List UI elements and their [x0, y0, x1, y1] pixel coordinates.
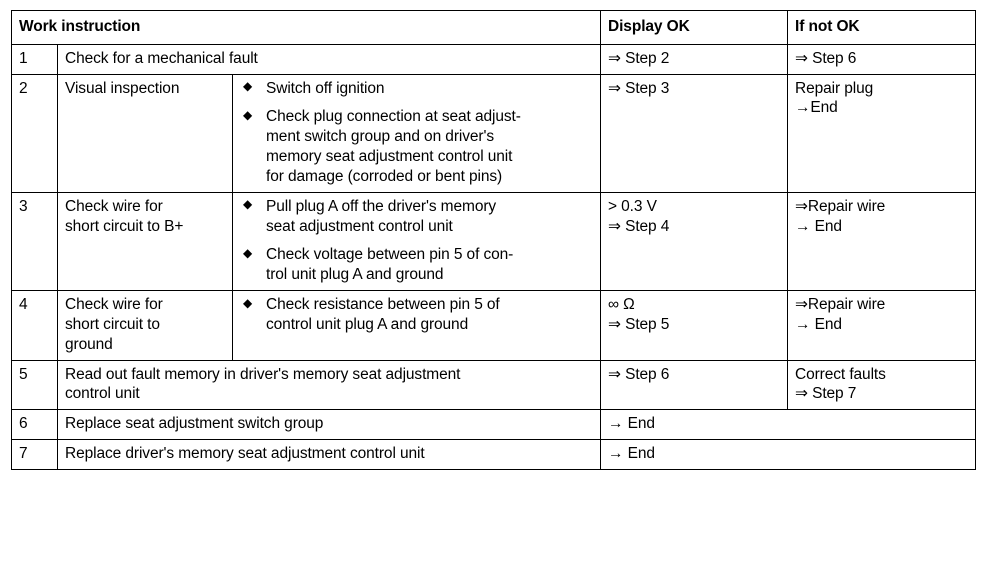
- if-not-ok-line: ⇒ Step 7: [795, 385, 857, 403]
- step-description: Visual inspection: [57, 73, 233, 193]
- detail-line: for damage (corroded or bent pins): [266, 167, 503, 185]
- description-line: Check wire for: [65, 197, 163, 215]
- detail-bullet-list: ◆ Switch off ignition ◆ Check plug conne…: [240, 79, 593, 187]
- table-row: 6 Replace seat adjustment switch group →…: [11, 409, 976, 441]
- if-not-ok-line: Correct faults: [795, 365, 886, 383]
- detail-text: Switch off ignition: [266, 79, 593, 99]
- if-not-ok-line: ⇒Repair wire: [795, 296, 886, 314]
- detail-text: Check voltage between pin 5 of con- trol…: [266, 245, 593, 285]
- work-instruction-table: Work instruction Display OK If not OK 1 …: [11, 10, 976, 470]
- display-ok-line: ⇒ Step 2: [608, 49, 670, 67]
- detail-line: Check plug connection at seat adjust-: [266, 108, 521, 126]
- display-ok-cell: → End: [600, 409, 976, 441]
- display-ok-line: → End: [608, 445, 655, 463]
- detail-text: Check resistance between pin 5 of contro…: [266, 295, 593, 335]
- diamond-bullet-icon: ◆: [243, 108, 253, 123]
- display-ok-line: ⇒ Step 4: [608, 217, 670, 235]
- diamond-bullet-icon: ◆: [243, 79, 253, 94]
- list-item: ◆ Check voltage between pin 5 of con- tr…: [240, 245, 593, 285]
- column-header-display-ok: Display OK: [600, 10, 788, 45]
- step-description: Check wire for short circuit to B+: [57, 191, 233, 292]
- if-not-ok-cell: Repair plug →End: [787, 73, 976, 193]
- display-ok-cell: > 0.3 V ⇒ Step 4: [600, 191, 788, 292]
- table-row: 3 Check wire for short circuit to B+ ◆ P…: [11, 191, 976, 292]
- detail-line: Check resistance between pin 5 of: [266, 296, 500, 314]
- if-not-ok-line: →End: [795, 99, 838, 117]
- if-not-ok-line: Repair plug: [795, 79, 874, 97]
- detail-line: Pull plug A off the driver's memory: [266, 197, 497, 215]
- step-number: 7: [11, 439, 58, 470]
- display-ok-cell: ⇒ Step 6: [600, 359, 788, 411]
- table-header-row: Work instruction Display OK If not OK: [11, 10, 976, 45]
- description-line: Read out fault memory in driver's memory…: [65, 365, 461, 383]
- description-line: ground: [65, 335, 113, 353]
- display-ok-line: ⇒ Step 3: [608, 79, 670, 97]
- list-item: ◆ Pull plug A off the driver's memory se…: [240, 197, 593, 237]
- detail-bullet-list: ◆ Pull plug A off the driver's memory se…: [240, 197, 593, 285]
- step-number: 1: [11, 43, 58, 75]
- step-detail-cell: ◆ Switch off ignition ◆ Check plug conne…: [232, 73, 601, 193]
- step-number: 4: [11, 290, 58, 361]
- if-not-ok-line: ⇒Repair wire: [795, 197, 886, 215]
- description-line: Check wire for: [65, 296, 163, 314]
- display-ok-cell: ⇒ Step 3: [600, 73, 788, 193]
- table-row: 5 Read out fault memory in driver's memo…: [11, 359, 976, 411]
- display-ok-cell: ⇒ Step 2: [600, 43, 788, 75]
- step-number: 2: [11, 73, 58, 193]
- detail-text: Check plug connection at seat adjust- me…: [266, 107, 593, 186]
- if-not-ok-cell: ⇒Repair wire → End: [787, 290, 976, 361]
- detail-line: seat adjustment control unit: [266, 217, 453, 235]
- detail-line: Check voltage between pin 5 of con-: [266, 246, 514, 264]
- table-row: 4 Check wire for short circuit to ground…: [11, 290, 976, 361]
- if-not-ok-line: → End: [795, 217, 842, 235]
- display-ok-line: > 0.3 V: [608, 197, 657, 215]
- if-not-ok-line: ⇒ Step 6: [795, 49, 857, 67]
- detail-line: Switch off ignition: [266, 79, 385, 97]
- table-row: 1 Check for a mechanical fault ⇒ Step 2 …: [11, 43, 976, 75]
- if-not-ok-line: → End: [795, 315, 842, 333]
- step-description: Replace seat adjustment switch group: [57, 409, 601, 441]
- display-ok-line: ⇒ Step 5: [608, 315, 670, 333]
- step-number: 5: [11, 359, 58, 411]
- step-number: 6: [11, 409, 58, 441]
- detail-line: trol unit plug A and ground: [266, 266, 444, 284]
- display-ok-line: ⇒ Step 6: [608, 365, 670, 383]
- description-line: short circuit to: [65, 315, 160, 333]
- display-ok-cell: ∞ Ω ⇒ Step 5: [600, 290, 788, 361]
- detail-bullet-list: ◆ Check resistance between pin 5 of cont…: [240, 295, 593, 335]
- detail-line: control unit plug A and ground: [266, 315, 469, 333]
- step-detail-cell: ◆ Pull plug A off the driver's memory se…: [232, 191, 601, 292]
- if-not-ok-cell: ⇒ Step 6: [787, 43, 976, 75]
- step-detail-cell: ◆ Check resistance between pin 5 of cont…: [232, 290, 601, 361]
- column-header-work-instruction: Work instruction: [11, 10, 601, 45]
- step-description: Check wire for short circuit to ground: [57, 290, 233, 361]
- list-item: ◆ Check resistance between pin 5 of cont…: [240, 295, 593, 335]
- detail-line: ment switch group and on driver's: [266, 128, 494, 146]
- list-item: ◆ Check plug connection at seat adjust- …: [240, 107, 593, 186]
- step-description: Replace driver's memory seat adjustment …: [57, 439, 601, 470]
- description-line: short circuit to B+: [65, 217, 184, 235]
- step-number: 3: [11, 191, 58, 292]
- display-ok-line: → End: [608, 415, 655, 433]
- detail-text: Pull plug A off the driver's memory seat…: [266, 197, 593, 237]
- diamond-bullet-icon: ◆: [243, 197, 253, 212]
- table-row: 7 Replace driver's memory seat adjustmen…: [11, 439, 976, 470]
- diamond-bullet-icon: ◆: [243, 295, 253, 310]
- step-description: Read out fault memory in driver's memory…: [57, 359, 601, 411]
- column-header-if-not-ok: If not OK: [787, 10, 976, 45]
- description-line: control unit: [65, 385, 140, 403]
- diamond-bullet-icon: ◆: [243, 246, 253, 261]
- display-ok-cell: → End: [600, 439, 976, 470]
- list-item: ◆ Switch off ignition: [240, 79, 593, 99]
- table-row: 2 Visual inspection ◆ Switch off ignitio…: [11, 73, 976, 193]
- step-description: Check for a mechanical fault: [57, 43, 601, 75]
- display-ok-line: ∞ Ω: [608, 296, 635, 314]
- if-not-ok-cell: ⇒Repair wire → End: [787, 191, 976, 292]
- detail-line: memory seat adjustment control unit: [266, 148, 513, 166]
- if-not-ok-cell: Correct faults ⇒ Step 7: [787, 359, 976, 411]
